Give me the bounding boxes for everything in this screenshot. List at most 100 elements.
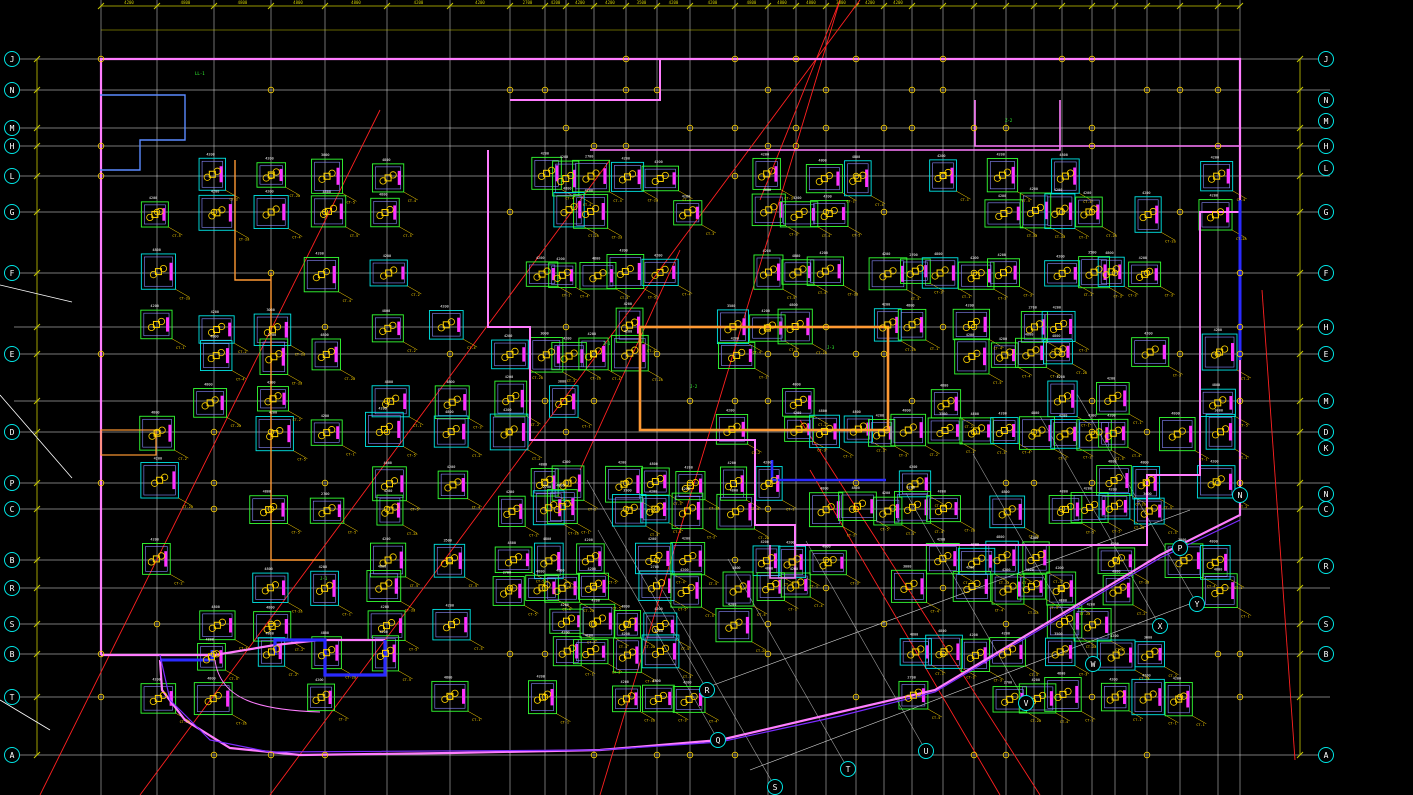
- cap-size-text: 2700: [909, 253, 917, 257]
- axis-bubble-right-circle: [1318, 51, 1334, 67]
- pile-cap: [957, 261, 995, 290]
- pile-circle: [210, 208, 218, 216]
- pile-cap: [1070, 492, 1109, 523]
- pile-cap: [1098, 418, 1129, 448]
- cap-tag: CT-5: [1164, 506, 1172, 510]
- pile-cap: [494, 380, 528, 417]
- rebar-mark: [1019, 644, 1023, 660]
- pile-circle: [1214, 479, 1222, 487]
- cap-tag: CT-1: [585, 673, 593, 677]
- rebar-mark: [228, 322, 232, 337]
- cap-size-text: 3000: [266, 308, 274, 312]
- rebar-mark: [925, 645, 929, 659]
- cap-tag: CT-1: [810, 585, 818, 589]
- pile-circle: [1214, 650, 1222, 658]
- cap-size-text: 2700: [321, 492, 329, 496]
- rebar-mark: [773, 553, 777, 569]
- rebar-mark: [740, 475, 744, 492]
- cap-tag: CT-2: [1115, 648, 1123, 652]
- tag-leader: [406, 500, 421, 509]
- column-square: [911, 480, 919, 488]
- cap-tag: CT-1: [1079, 236, 1087, 240]
- pile-cap: [370, 197, 400, 228]
- axis-bubble-right-circle: [1318, 113, 1334, 129]
- skew-grid-line: [1039, 415, 1161, 627]
- cap-tag: CT-4: [565, 196, 573, 200]
- cap-size-text: 4200: [536, 675, 544, 679]
- cap-tag: CT-2: [178, 457, 186, 461]
- pile-circle: [97, 693, 105, 701]
- column-square: [684, 209, 692, 217]
- rebar-mark: [397, 420, 401, 438]
- pile-circle: [562, 479, 570, 487]
- cap-tag: CT-1: [759, 376, 767, 380]
- column-square: [154, 268, 162, 276]
- rebar-mark: [1017, 581, 1021, 597]
- inner-wall-top: [510, 59, 661, 101]
- pile-cap: [1019, 192, 1052, 229]
- rebar-mark: [1011, 166, 1015, 184]
- pile-cap: [198, 315, 235, 344]
- piles: [97, 55, 1244, 759]
- dimension-text: 4800: [293, 0, 303, 5]
- cap-size-text: 3500: [1088, 251, 1096, 255]
- cap-size-text: 4200: [211, 310, 219, 314]
- cap-tag: CT-2: [846, 200, 854, 204]
- cap-size-text: 4800: [211, 605, 219, 609]
- pile-circle: [267, 505, 275, 513]
- column-square: [734, 585, 742, 593]
- cap-size-text: 4800: [556, 568, 564, 572]
- cap-tag: CT-2a: [848, 292, 859, 296]
- pile-circle: [653, 505, 661, 513]
- cap-size-text: 4800: [1059, 153, 1067, 157]
- pile-circle: [590, 397, 598, 405]
- cap-tag: CT-3: [998, 296, 1006, 300]
- rebar-mark: [328, 690, 332, 705]
- pile-circle: [880, 620, 888, 628]
- rebar-mark: [950, 167, 954, 184]
- rebar-mark: [668, 691, 672, 706]
- pile-cap: [1044, 193, 1076, 230]
- pile-cap: [642, 684, 675, 713]
- cap-tag: CT-4: [645, 679, 653, 683]
- rebar-mark: [1155, 205, 1159, 224]
- column-square: [385, 269, 393, 277]
- dimension-tick: [653, 2, 661, 10]
- cap-size-text: 3000: [1143, 492, 1151, 496]
- column-square: [317, 271, 325, 279]
- tag-leader: [604, 573, 619, 582]
- cap-tag: CT-5: [1239, 424, 1247, 428]
- pile-cap: [952, 571, 992, 602]
- column-square: [1000, 427, 1008, 435]
- cap-size-text: 4800: [822, 545, 830, 549]
- inner-wall: [487, 150, 1240, 546]
- tag-leader: [1127, 447, 1143, 456]
- pile-cap: [257, 386, 289, 412]
- column-square: [1109, 429, 1117, 437]
- rebar-mark: [895, 316, 899, 334]
- tag-leader: [464, 576, 479, 586]
- tag-leader: [810, 596, 825, 606]
- pile-cap: [140, 309, 173, 340]
- axis-bubble-skew-text: U: [924, 747, 929, 756]
- pile-circle: [590, 584, 598, 592]
- rebar-mark: [609, 269, 613, 283]
- pile-cap-inner: [1137, 199, 1159, 230]
- pile-cap: [752, 157, 781, 190]
- pile-cap: [1078, 256, 1110, 289]
- cap-tag: CT-2a: [590, 377, 601, 381]
- tag-leader: [640, 637, 655, 647]
- cap-size-text: 4200: [998, 412, 1006, 416]
- column-square: [1030, 323, 1038, 331]
- column-square: [728, 425, 736, 433]
- axis-bubble-right-text: J: [1324, 55, 1329, 64]
- axis-bubble-right-circle: [1318, 138, 1334, 154]
- rebar-mark: [639, 502, 643, 519]
- cap-tag: CT-3: [1024, 294, 1032, 298]
- pile-cap: [1020, 311, 1048, 343]
- rebar-mark: [1073, 267, 1077, 280]
- cap-size-text: 4200: [999, 337, 1007, 341]
- cap-size-text: 4200: [587, 567, 595, 571]
- pile-circle: [210, 650, 218, 658]
- cap-tag: CT-4: [343, 299, 351, 303]
